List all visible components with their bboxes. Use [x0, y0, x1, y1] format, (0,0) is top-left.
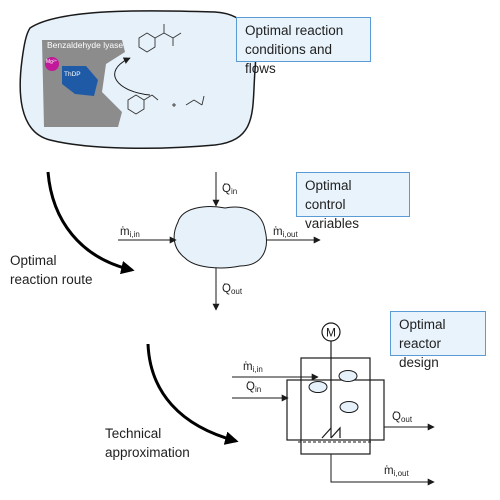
reaction-route-label: Optimal reaction route — [10, 253, 93, 287]
reactor-vessel — [300, 357, 371, 455]
product-molecule — [138, 24, 182, 53]
technical-approximation-arrow — [146, 343, 239, 445]
box-line: Optimal reaction — [245, 23, 344, 38]
mg-label: Mg²⁺ — [46, 59, 58, 65]
thdp-cofactor — [62, 66, 98, 96]
m-out-label: ·mi,out — [273, 221, 298, 239]
heating-jacket — [286, 379, 385, 441]
box-line: Optimal — [305, 178, 352, 193]
cell-particle — [338, 370, 358, 382]
reaction-route-arrow — [46, 171, 135, 275]
box-line: reactor design — [399, 336, 442, 370]
reactor-m-in-label: ·mi,in — [243, 356, 263, 374]
enzyme-label: Benzaldehyde lyase — [47, 40, 124, 50]
control-variables-box: Optimal control variables — [296, 172, 410, 231]
m-in-label: ·mi,in — [120, 221, 140, 239]
reactor-design-box: Optimal reactor design — [390, 311, 486, 370]
stirrer-blades — [321, 426, 341, 439]
reaction-arrow — [114, 57, 151, 96]
box-line: Optimal — [399, 317, 446, 332]
motor-label: M — [326, 326, 336, 340]
thdp-label: ThDP — [64, 71, 81, 78]
q-in-label: ·Qin — [222, 178, 238, 196]
reactor-q-out-label: ·Qout — [392, 406, 413, 424]
q-out-label: ·Qout — [222, 278, 243, 296]
cell-particle — [308, 381, 328, 393]
box-line: conditions and flows — [245, 42, 333, 76]
cell-particle — [339, 401, 359, 413]
mg-ion — [45, 57, 59, 71]
technical-approximation-label: Technical approximation — [105, 426, 190, 460]
control-volume-blob — [173, 206, 267, 269]
reactor-m-out-label: ·mi,out — [384, 460, 409, 478]
reactor-q-in-label: ·Qin — [246, 376, 262, 394]
reactor-m-out-arrow — [330, 454, 435, 486]
reactant-molecules — [127, 94, 205, 115]
reaction-conditions-box: Optimal reaction conditions and flows — [236, 17, 371, 76]
box-line: control variables — [305, 197, 360, 231]
reactor: M — [232, 322, 435, 486]
